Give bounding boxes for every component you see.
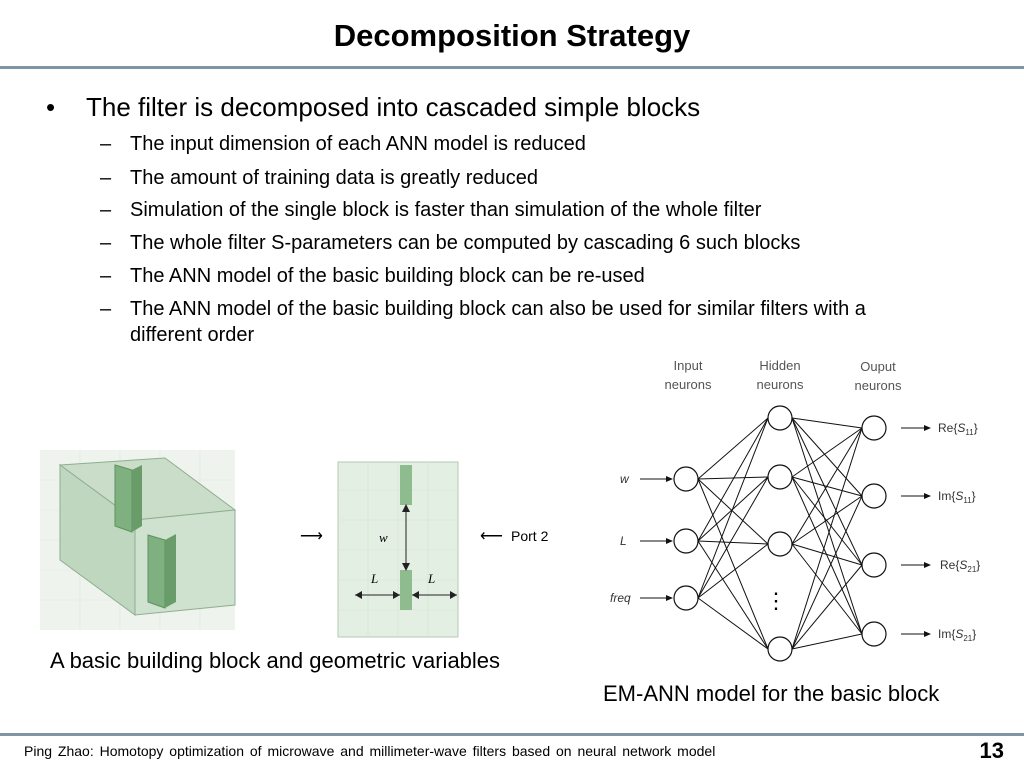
sub-bullet-text: Simulation of the single block is faster… xyxy=(130,199,762,221)
hidden-neuron xyxy=(767,405,793,431)
label-w: w xyxy=(379,530,388,545)
input-neuron xyxy=(673,585,699,611)
sub-bullet-text: The whole filter S-parameters can be com… xyxy=(130,232,801,254)
ann-connection xyxy=(791,417,863,566)
input-arrowhead xyxy=(666,595,673,601)
sub-bullet-text: The ANN model of the basic building bloc… xyxy=(130,298,866,346)
label-L-left: L xyxy=(370,571,378,586)
ann-connection xyxy=(697,417,769,480)
block-caption: A basic building block and geometric var… xyxy=(50,648,501,673)
input-header-1: Input xyxy=(674,358,703,373)
port2-arrow: ⟵ xyxy=(480,528,503,545)
input-neuron xyxy=(673,466,699,492)
ann-connection xyxy=(791,543,863,566)
ann-connection xyxy=(697,540,769,545)
ann-connection xyxy=(791,427,863,545)
sub-bullet-text: The amount of training data is greatly r… xyxy=(130,167,539,189)
input-neuron xyxy=(673,528,699,554)
ann-connection xyxy=(697,476,769,599)
ann-connection xyxy=(697,478,769,650)
ann-connection xyxy=(791,495,863,650)
ann-connection xyxy=(697,478,769,545)
title-divider xyxy=(0,66,1024,69)
output-neuron xyxy=(861,415,887,441)
ann-connection xyxy=(791,633,863,650)
main-bullet-text: The filter is decomposed into cascaded s… xyxy=(86,92,701,122)
input-arrowhead xyxy=(666,476,673,482)
port1-arrow: ⟶ xyxy=(300,528,323,545)
port2-label: Port 2 xyxy=(511,528,549,544)
ann-connection xyxy=(791,476,863,566)
output-arrowhead xyxy=(924,631,931,637)
sub-bullet-text: The input dimension of each ANN model is… xyxy=(130,133,586,155)
ann-connection xyxy=(697,476,769,480)
input-label: freq xyxy=(610,591,631,605)
output-label: Im{S11} xyxy=(938,489,976,505)
hidden-header-1: Hidden xyxy=(759,358,800,373)
ann-connection xyxy=(697,417,769,542)
output-arrowhead xyxy=(924,425,931,431)
output-neuron xyxy=(861,552,887,578)
output-header-2: neurons xyxy=(855,378,902,393)
ann-connection xyxy=(697,543,769,599)
block-top-view: w L L xyxy=(337,461,459,638)
hidden-header-2: neurons xyxy=(757,377,804,392)
bullet-dot: • xyxy=(46,92,56,122)
output-label: Re{S11} xyxy=(938,421,978,437)
ann-connection xyxy=(791,543,863,635)
output-neuron xyxy=(861,621,887,647)
hidden-ellipsis: ⋮ xyxy=(765,588,787,613)
input-label: L xyxy=(620,534,627,548)
ann-connection xyxy=(791,427,863,650)
hidden-neuron xyxy=(767,531,793,557)
page-number: 13 xyxy=(979,738,1004,763)
hidden-neuron xyxy=(767,464,793,490)
input-arrowhead xyxy=(666,538,673,544)
output-arrowhead xyxy=(924,562,931,568)
ann-connection xyxy=(791,564,863,650)
ann-connection xyxy=(697,597,769,650)
ann-connection xyxy=(791,476,863,635)
block-3d-view xyxy=(40,450,237,630)
basic-block-figure: ⟶ w L L ⟵ Port 2 xyxy=(40,450,549,638)
ann-connection xyxy=(791,417,863,497)
ann-connection xyxy=(697,417,769,599)
ann-caption: EM-ANN model for the basic block xyxy=(603,681,940,706)
output-label: Re{S21} xyxy=(940,558,980,574)
slide-title: Decomposition Strategy xyxy=(333,18,691,53)
input-label: w xyxy=(620,472,630,486)
ann-connection xyxy=(791,417,863,635)
footer-divider xyxy=(0,733,1024,736)
sub-bullet-text: The ANN model of the basic building bloc… xyxy=(130,265,645,287)
footer-text: Ping Zhao: Homotopy optimization of micr… xyxy=(24,743,716,759)
input-header-2: neurons xyxy=(665,377,712,392)
output-neuron xyxy=(861,483,887,509)
ann-connection xyxy=(791,417,863,429)
ann-connection xyxy=(697,540,769,650)
label-L-right: L xyxy=(427,571,435,586)
output-label: Im{S21} xyxy=(938,627,976,643)
ann-diagram: Input neurons Hidden neurons Ouput neuro… xyxy=(610,358,980,662)
ann-connection xyxy=(791,495,863,545)
hidden-neuron xyxy=(767,636,793,662)
output-arrowhead xyxy=(924,493,931,499)
ann-connection xyxy=(791,427,863,478)
output-header-1: Ouput xyxy=(860,359,896,374)
